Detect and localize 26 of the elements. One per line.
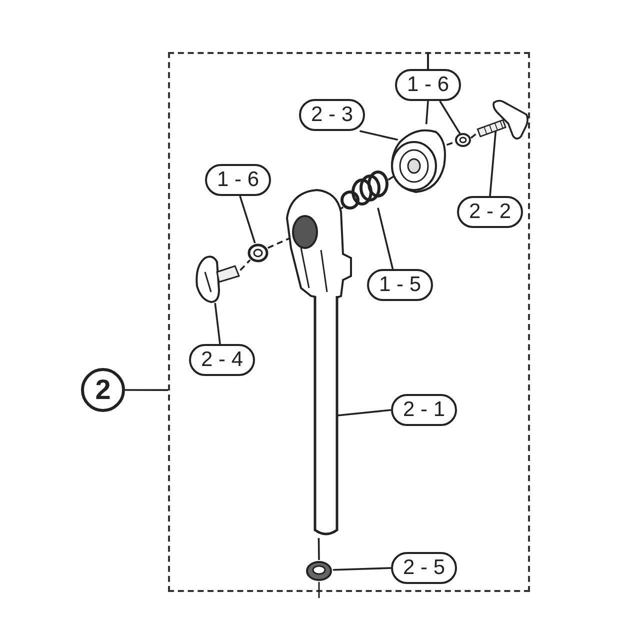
callout-label: 2 - 5: [391, 552, 457, 584]
callout-label: 2 - 2: [457, 196, 523, 228]
assembly-group-border: [168, 52, 530, 592]
leader-line: [337, 409, 392, 416]
leader-line: [425, 100, 429, 124]
leader-line: [239, 196, 256, 244]
leader-line: [318, 538, 320, 560]
washer-drawing: [247, 242, 269, 264]
callout-label: 2 - 3: [299, 99, 365, 131]
wing-knob-drawing: [474, 98, 530, 142]
leader-line: [332, 567, 392, 571]
callout-label: 1 - 5: [367, 269, 433, 301]
lock-nut-drawing: [305, 560, 333, 582]
callout-label: 2 - 4: [189, 344, 255, 376]
callout-label: 1 - 6: [395, 69, 461, 101]
callout-label: 2 - 1: [391, 394, 457, 426]
washer-drawing: [455, 133, 471, 147]
leader-line: [360, 130, 398, 141]
callout-label: 1 - 6: [205, 164, 271, 196]
leader-line: [489, 129, 497, 196]
assembly-centerline: [240, 259, 251, 271]
assembly-number: 2: [81, 368, 125, 412]
leader-line: [214, 302, 221, 344]
leader-line: [439, 100, 462, 136]
leader-line: [377, 208, 394, 270]
leader-line: [125, 389, 168, 391]
